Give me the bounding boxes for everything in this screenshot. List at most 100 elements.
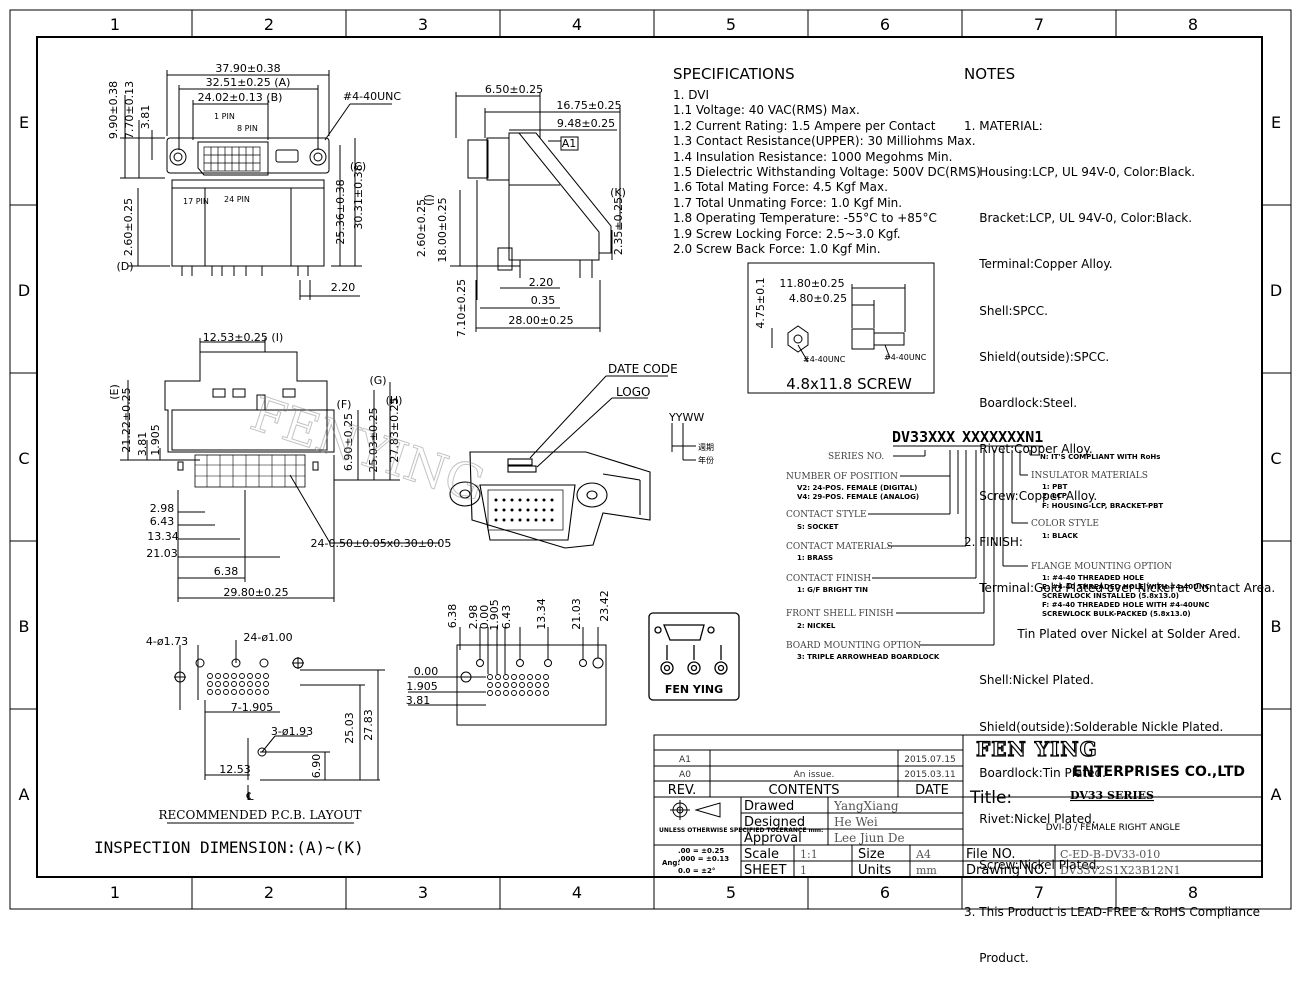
col-label-bottom: 1 (110, 883, 120, 902)
size-value: A4 (915, 848, 931, 861)
rev-header: REV. (668, 783, 697, 798)
pn-option-item: S: SOCKET (797, 523, 839, 531)
spec-line: 1. DVI (673, 88, 710, 102)
pn-option-item: 1: BLACK (1042, 532, 1078, 540)
spec-line: 1.2 Current Rating: 1.5 Ampere per Conta… (673, 118, 936, 133)
dim-label: 24-0.50±0.05x0.30±0.05 (311, 537, 452, 550)
dim-label: #4-40UNC (343, 90, 401, 103)
pcb-caption: RECOMMENDED P.C.B. LAYOUT (159, 808, 362, 822)
rev-cell: A0 (679, 770, 691, 780)
col-label-bottom: 4 (572, 883, 582, 902)
dim-label: 9.48±0.25 (557, 117, 615, 130)
pcb2-layout (408, 627, 607, 726)
pn-option-title: FRONT SHELL FINISH (786, 609, 894, 619)
dim-label: (G) (369, 374, 386, 387)
dim-label: (H) (386, 394, 403, 407)
dim-label: 13.34 (147, 530, 179, 543)
units-value: mm (916, 864, 937, 877)
note-line: Product. (964, 950, 1029, 965)
notes-list: 1. MATERIAL: Housing:LCP, UL 94V-0, Colo… (964, 88, 1275, 982)
col-label-top: 8 (1188, 15, 1198, 34)
col-label-top: 7 (1034, 15, 1044, 34)
note-line: Rivet:Nickel Plated. (964, 812, 1096, 827)
pcb2-dim: 3.81 (406, 694, 431, 707)
pcb2-dim: 1.905 (406, 680, 438, 693)
dim-label: 2.35±0.25 (612, 197, 625, 255)
rev-cell: A1 (679, 755, 691, 765)
spec-line: 1.8 Operating Temperature: -55°C to +85°… (673, 211, 937, 226)
units-label: Units (858, 863, 891, 878)
dim-label: 29.80±0.25 (223, 586, 288, 599)
pn-option-item: N: IT'S COMPLIANT WITH RoHs (1040, 453, 1160, 461)
note-line: Shield(outside):SPCC. (964, 349, 1110, 364)
specs-list: 1. DVI 1.1 Voltage: 40 VAC(RMS) Max. 1.2… (673, 88, 981, 257)
dim-label: 2.20 (529, 276, 554, 289)
spec-line: 1.9 Screw Locking Force: 2.5~3.0 Kgf. (673, 226, 901, 241)
note-line: Shell:Nickel Plated. (964, 673, 1094, 688)
dim-label: 21.03 (146, 547, 178, 560)
pn-option-item: SCREWLOCK INSTALLED (5.8x13.0) (1042, 592, 1179, 600)
pn-option-item: 3: TRIPLE ARROWHEAD BOARDLOCK (797, 653, 940, 661)
dim-label: (J) (423, 194, 436, 206)
pin-label: 24 PIN (224, 195, 250, 204)
note-line: Boardlock:Tin Plated. (964, 765, 1106, 780)
iso-view (449, 451, 651, 549)
row-label-left: C (18, 449, 29, 468)
note-line: Terminal:Copper Alloy. (964, 257, 1113, 272)
col-label-top: 5 (726, 15, 736, 34)
spec-line: 1.3 Contact Resistance(UPPER): 30 Millio… (673, 134, 976, 149)
dim-label: 9.90±0.38 (107, 81, 120, 139)
screw-thread: #4-40UNC (884, 353, 927, 362)
dim-label: (K) (610, 186, 626, 199)
spec-line: 2.0 Screw Back Force: 1.0 Kgf Min. (673, 242, 881, 257)
pin-label: 17 PIN (183, 197, 209, 206)
col-label-bottom: 5 (726, 883, 736, 902)
sheet-label: SHEET (744, 863, 786, 878)
tolerance-value: .000 = ±0.13 (678, 855, 729, 863)
pcb-dim: 12.53 (219, 763, 251, 776)
fileno-label: File NO. (966, 847, 1015, 862)
pn-option-title: INSULATOR MATERIALS (1031, 471, 1148, 481)
pcb-dim: 25.03 (343, 712, 356, 744)
sheet-value: 1 (800, 864, 807, 877)
inner-frame (36, 36, 1263, 878)
screw-drawing (771, 284, 906, 363)
pcb2-dim: 0.00 (478, 605, 491, 630)
pcb2-dim: 0.00 (414, 665, 439, 678)
side-view (450, 92, 621, 332)
pn-option-item: 1: BRASS (797, 554, 833, 562)
spec-line: 1.1 Voltage: 40 VAC(RMS) Max. (673, 103, 860, 118)
pcb-dim: 7-1.905 (231, 701, 273, 714)
drawed-value: YangXiang (833, 799, 899, 813)
screw-caption: 4.8x11.8 SCREW (786, 375, 912, 393)
dim-label: 2.60±0.25 (415, 199, 428, 257)
outer-frame (9, 9, 1292, 910)
pn-code: DV33XXX (892, 428, 955, 446)
col-label-bottom: 8 (1188, 883, 1198, 902)
col-label-bottom: 6 (880, 883, 890, 902)
dim-label: 12.53±0.25 (I) (203, 331, 284, 344)
title-label: Title: (969, 788, 1012, 808)
col-label-top: 4 (572, 15, 582, 34)
screw-thread: #4-40UNC (803, 355, 846, 364)
dim-label: (D) (116, 260, 133, 273)
col-label-bottom: 7 (1034, 883, 1044, 902)
yyww-label: YYWW (668, 411, 704, 424)
pn-option-title: CONTACT MATERIALS (786, 542, 893, 552)
spec-line: 1.6 Total Mating Force: 4.5 Kgf Max. (673, 180, 888, 195)
logo-label: LOGO (616, 385, 650, 399)
dim-label: 30.31±0.38 (352, 164, 365, 229)
logo-badge-text: FEN YING (665, 683, 723, 696)
pin-label: 8 PIN (237, 124, 258, 133)
scale-value: 1:1 (800, 848, 818, 861)
dim-label: (F) (337, 398, 352, 411)
pcb2-dim: 21.03 (570, 598, 583, 630)
pcb2-dim: 6.43 (500, 605, 513, 630)
dim-label: 0.35 (531, 294, 556, 307)
screw-dim: 4.75±0.1 (754, 277, 767, 328)
col-label-top: 6 (880, 15, 890, 34)
pn-option-item: 1: PBT (1042, 483, 1068, 491)
pcb-layout (174, 640, 385, 800)
front-view (120, 338, 440, 602)
drawing-subtitle: DVI-D / FEMALE RIGHT ANGLE (1046, 823, 1181, 833)
